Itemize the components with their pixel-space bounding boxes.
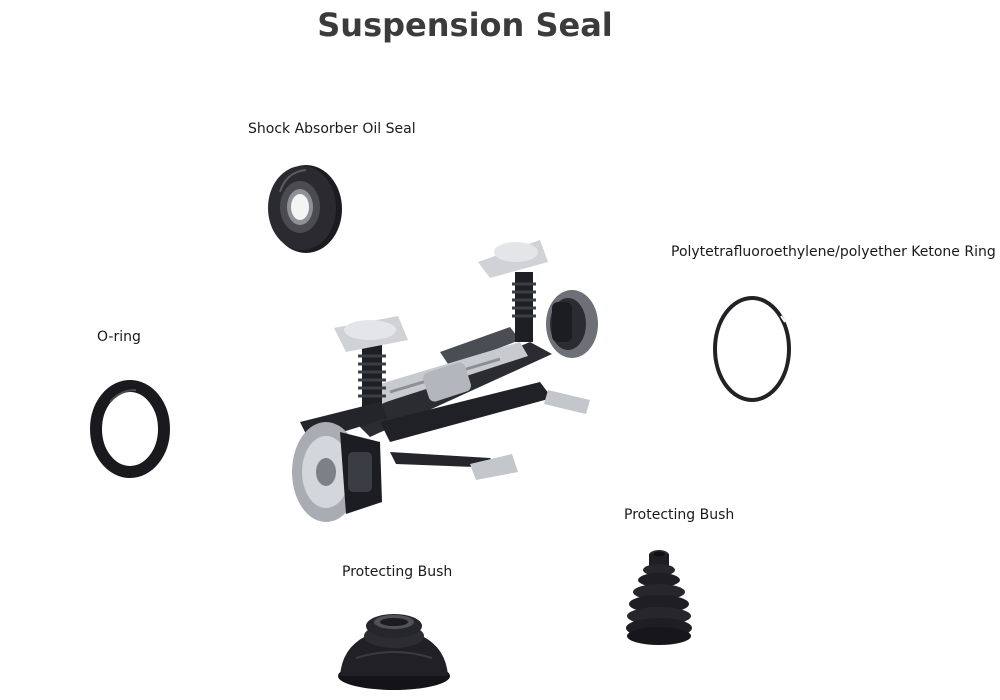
o-ring-icon [88,378,172,480]
oil-seal-icon [266,162,346,254]
label-o-ring: O-ring [97,329,141,345]
diagram-title: Suspension Seal [317,6,613,44]
label-ptfe-peek-ring: Polytetrafluoroethylene/polyether Ketone… [671,244,996,260]
ball-joint-boot-icon [336,606,452,694]
front-suspension-assembly-illustration [290,232,620,532]
label-protecting-bush-right: Protecting Bush [624,507,735,523]
cv-boot-icon [624,546,694,648]
ptfe-ring-icon [708,292,796,406]
label-shock-absorber-oil-seal: Shock Absorber Oil Seal [248,121,416,137]
label-protecting-bush-left: Protecting Bush [342,564,453,580]
